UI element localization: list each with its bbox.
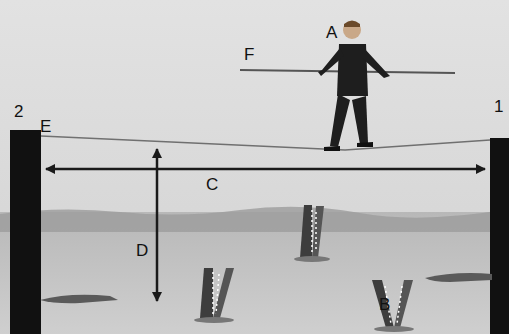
callout-letter: F bbox=[244, 46, 254, 63]
crocodile bbox=[372, 280, 414, 332]
far-shore bbox=[0, 207, 509, 232]
crocodile bbox=[40, 295, 118, 304]
crocodile bbox=[425, 273, 492, 282]
callout-letter: E bbox=[40, 118, 51, 135]
callout-letter: B bbox=[379, 296, 390, 313]
height-arrow bbox=[156, 149, 159, 301]
callout-letter: A bbox=[326, 24, 337, 41]
callout-letter: 2 bbox=[14, 103, 23, 120]
tightrope-walker bbox=[240, 21, 455, 152]
post bbox=[10, 130, 41, 334]
tightrope bbox=[41, 136, 490, 150]
post bbox=[490, 138, 509, 334]
crocodile bbox=[194, 268, 234, 323]
callout-letter: 1 bbox=[494, 98, 503, 115]
callout-letter: C bbox=[206, 176, 218, 193]
crocodile bbox=[294, 205, 330, 262]
callout-letter: D bbox=[136, 242, 148, 259]
width-arrow bbox=[46, 168, 485, 171]
